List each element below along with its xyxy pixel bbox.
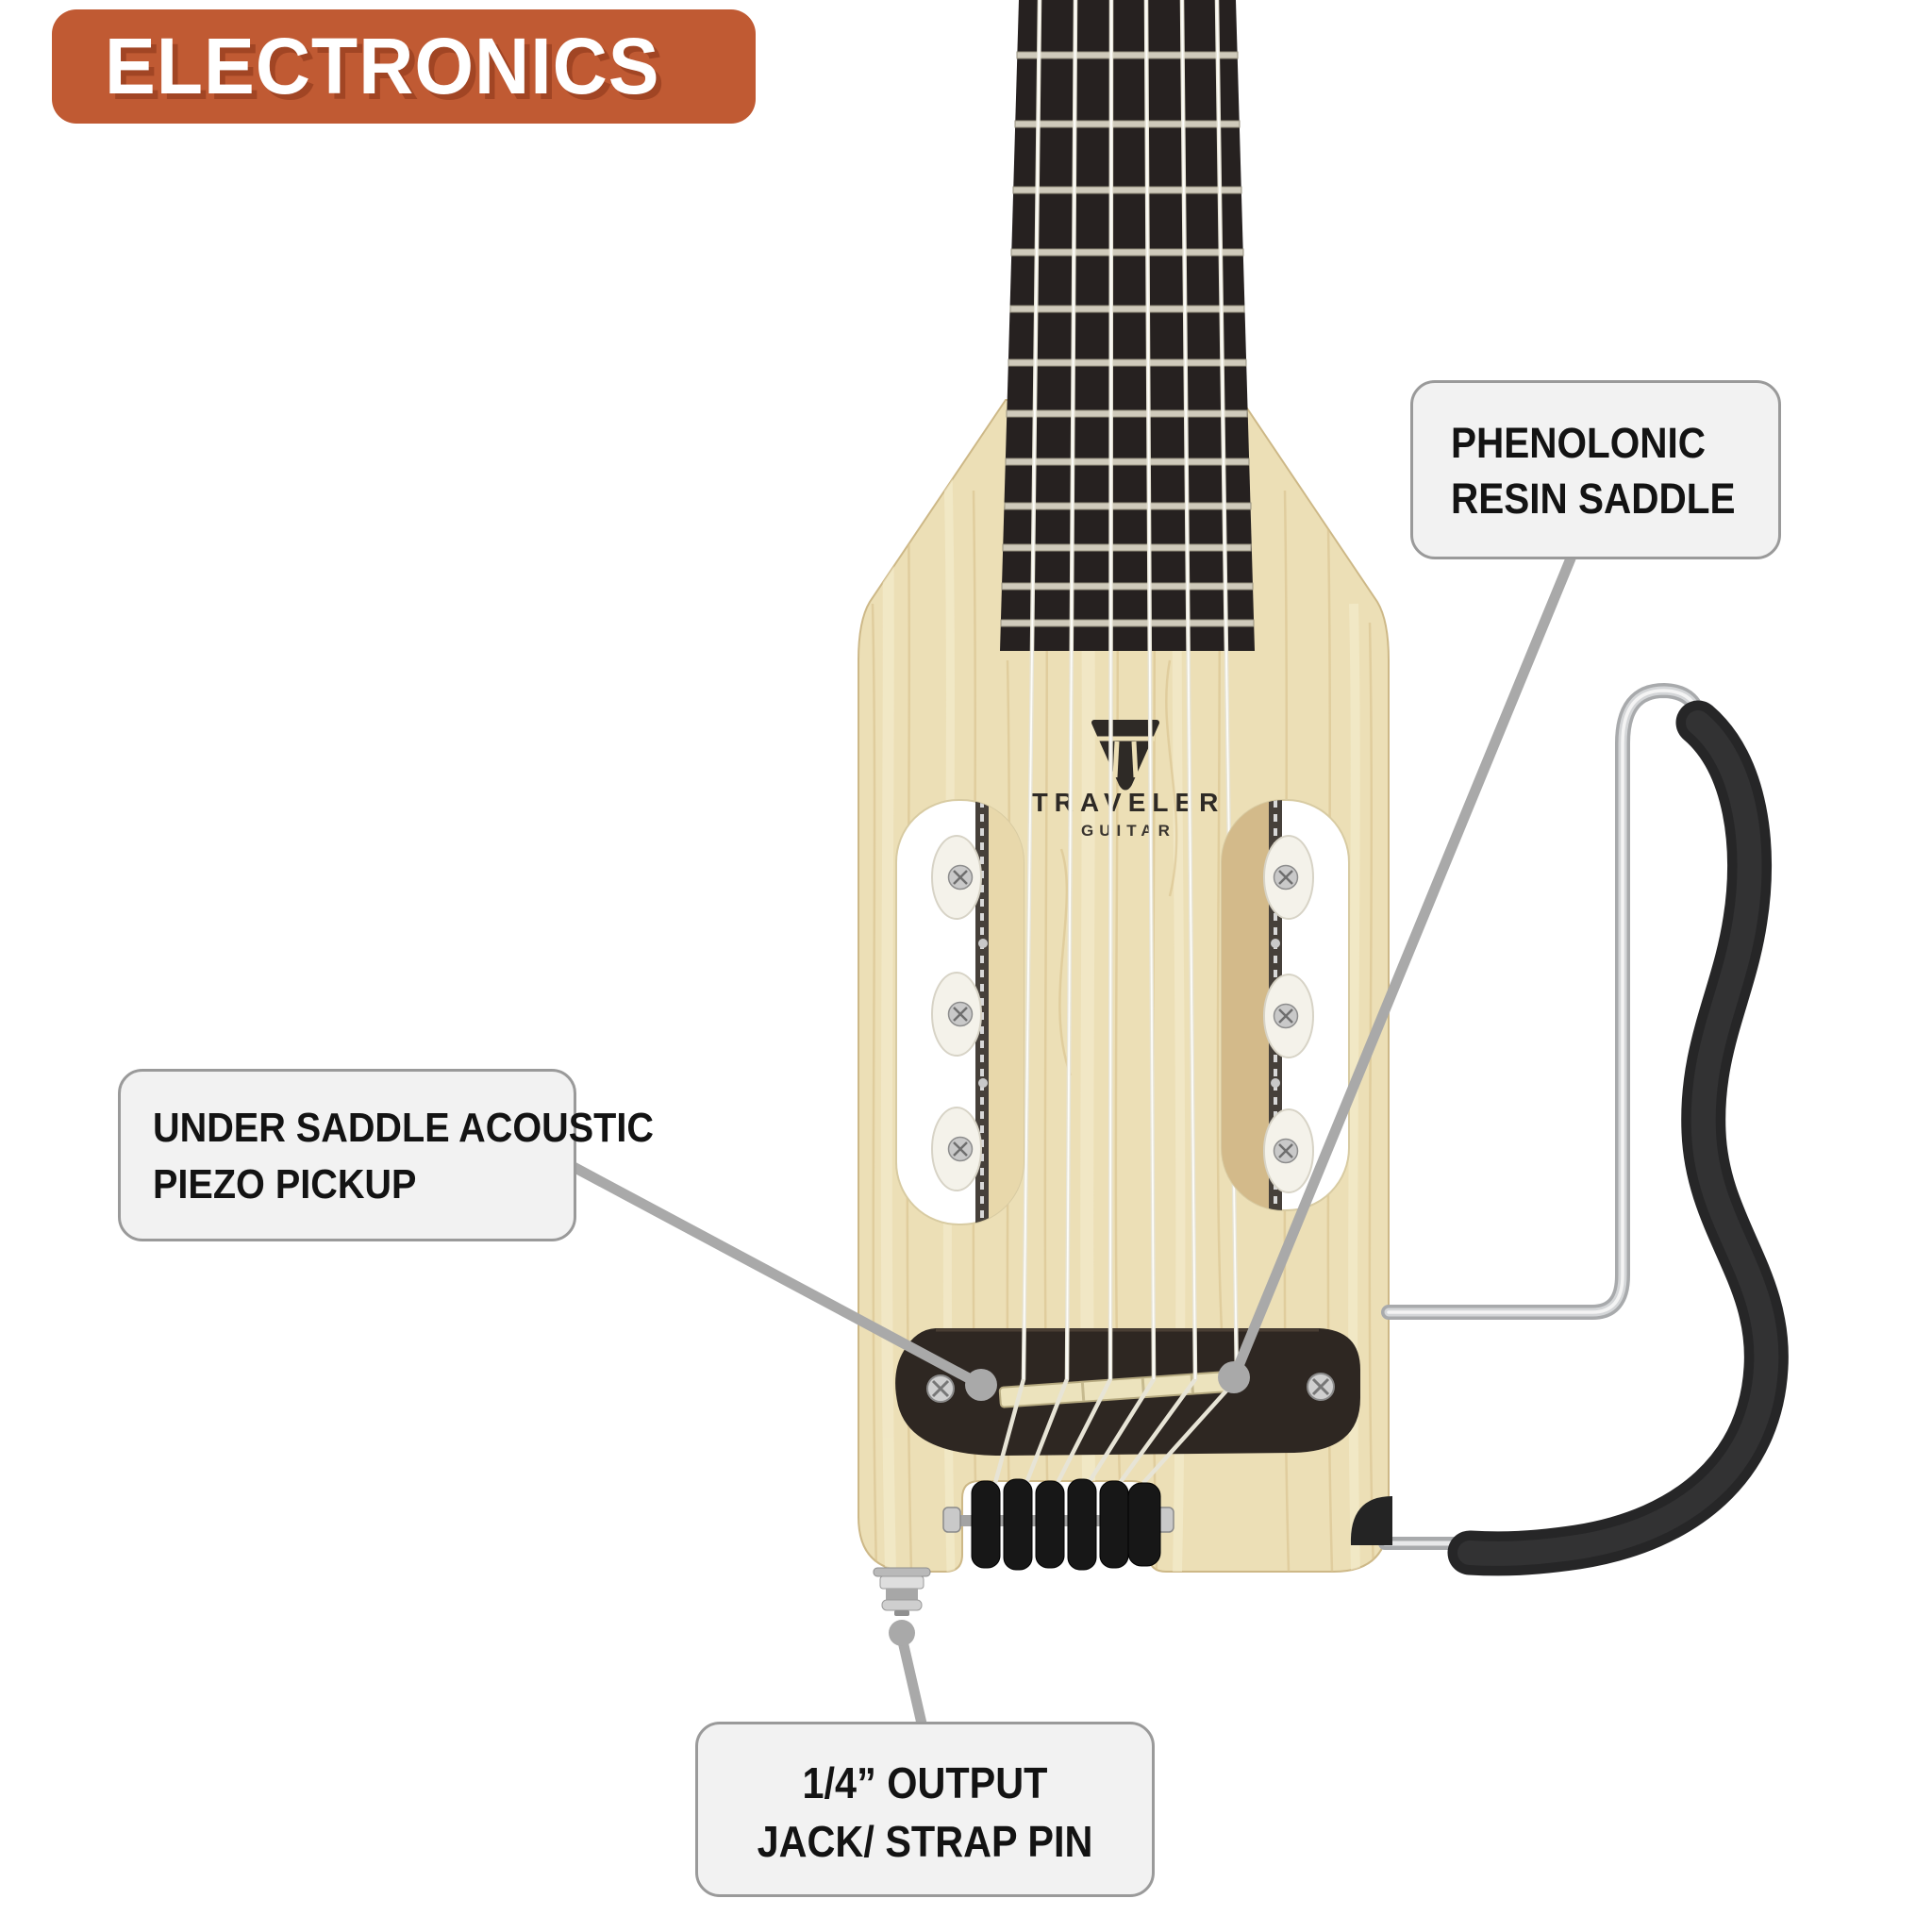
title-badge-label: ELECTRONICS [105,22,660,110]
lap-rest-mount [1350,1496,1392,1545]
callout-line: PHENOLONIC [1451,419,1707,467]
output-jack [873,1567,931,1616]
callout-phenolonic-resin-saddle: PHENOLONIC RESIN SADDLE [1410,380,1781,559]
right-sound-slot [1221,799,1350,1211]
leader-line-saddle [1228,553,1576,1383]
string-retainer [942,1478,1174,1571]
left-sound-slot [895,799,1024,1225]
leader-dot-pickup [965,1369,997,1401]
callout-under-saddle-piezo-pickup: UNDER SADDLE ACOUSTIC PIEZO PICKUP [118,1069,654,1241]
leader-dot-saddle [1218,1361,1250,1393]
left-tuner-buttons [931,835,982,1191]
brand-sub-text: GUITAR [1081,822,1175,840]
strings [992,0,1240,1485]
title-badge: ELECTRONICS [52,9,756,124]
callout-line: 1/4” OUTPUT [802,1758,1048,1807]
right-tuner-buttons [1263,835,1314,1193]
brand-text: TRAVELER [1032,788,1225,817]
bridge [895,1328,1360,1456]
lap-rest-frame [1350,682,1789,1576]
frets [1000,51,1255,627]
callout-line: JACK/ STRAP PIN [757,1816,1093,1866]
leader-dots [889,1361,1250,1646]
callout-line: PIEZO PICKUP [153,1160,417,1208]
leader-dot-jack [889,1620,915,1646]
fretboard [1000,0,1255,651]
callout-line: UNDER SADDLE ACOUSTIC [153,1105,654,1151]
callout-output-jack-strap-pin: 1/4” OUTPUT JACK/ STRAP PIN [695,1722,1155,1897]
leader-line-jack [897,1636,927,1729]
bridge-screws [926,1373,1335,1403]
leader-line-pickup [568,1161,987,1391]
leader-lines [568,553,1576,1729]
callout-line: RESIN SADDLE [1451,475,1736,524]
